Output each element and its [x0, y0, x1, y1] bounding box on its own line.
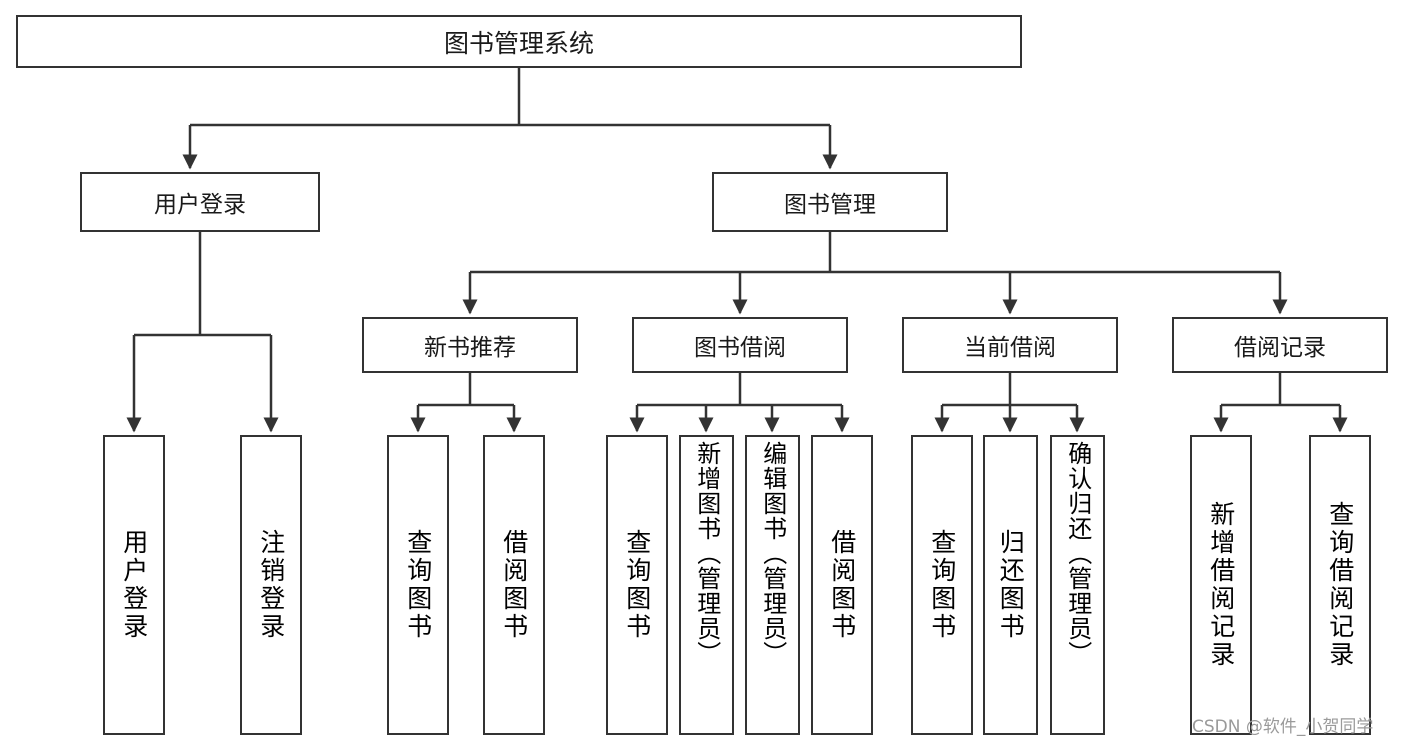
leaf-label: 确认归还（管理员） [1063, 441, 1092, 666]
leaf-label: 用户登录 [119, 529, 149, 641]
leaf-logout[interactable]: 注销登录 [240, 435, 302, 735]
node-new-book-rec[interactable]: 新书推荐 [362, 317, 578, 373]
leaf-label: 查询图书 [403, 529, 433, 641]
leaf-query-record[interactable]: 查询借阅记录 [1309, 435, 1371, 735]
node-label: 图书管理系统 [443, 28, 594, 58]
leaf-query-book-2[interactable]: 查询图书 [606, 435, 668, 735]
leaf-query-book-3[interactable]: 查询图书 [911, 435, 973, 735]
leaf-confirm-return[interactable]: 确认归还（管理员） [1050, 435, 1105, 735]
node-root-system[interactable]: 图书管理系统 [16, 15, 1022, 68]
node-current-borrow[interactable]: 当前借阅 [902, 317, 1118, 373]
node-label: 用户登录 [154, 192, 246, 218]
leaf-edit-book[interactable]: 编辑图书（管理员） [745, 435, 800, 735]
node-label: 借阅记录 [1234, 335, 1326, 361]
leaf-label: 查询图书 [622, 529, 652, 641]
node-label: 图书借阅 [694, 335, 786, 361]
leaf-add-record[interactable]: 新增借阅记录 [1190, 435, 1252, 735]
node-book-borrow[interactable]: 图书借阅 [632, 317, 848, 373]
node-label: 当前借阅 [964, 335, 1056, 361]
leaf-label: 注销登录 [256, 529, 286, 641]
node-borrow-record[interactable]: 借阅记录 [1172, 317, 1388, 373]
leaf-query-book-1[interactable]: 查询图书 [387, 435, 449, 735]
leaf-label: 查询借阅记录 [1325, 501, 1355, 669]
leaf-label: 新增借阅记录 [1206, 501, 1236, 669]
leaf-label: 新增图书（管理员） [692, 441, 721, 666]
node-label: 图书管理 [784, 192, 876, 218]
csdn-watermark: CSDN @软件_小贺同学 [1192, 717, 1374, 737]
leaf-return-book[interactable]: 归还图书 [983, 435, 1038, 735]
node-label: 新书推荐 [424, 335, 516, 361]
leaf-label: 借阅图书 [499, 529, 529, 641]
leaf-user-login[interactable]: 用户登录 [103, 435, 165, 735]
leaf-add-book[interactable]: 新增图书（管理员） [679, 435, 734, 735]
leaf-label: 归还图书 [996, 529, 1026, 641]
leaf-label: 编辑图书（管理员） [758, 441, 787, 666]
leaf-borrow-book-1[interactable]: 借阅图书 [483, 435, 545, 735]
leaf-label: 借阅图书 [827, 529, 857, 641]
leaf-borrow-book-2[interactable]: 借阅图书 [811, 435, 873, 735]
node-user-login[interactable]: 用户登录 [80, 172, 320, 232]
node-book-manage[interactable]: 图书管理 [712, 172, 948, 232]
leaf-label: 查询图书 [927, 529, 957, 641]
